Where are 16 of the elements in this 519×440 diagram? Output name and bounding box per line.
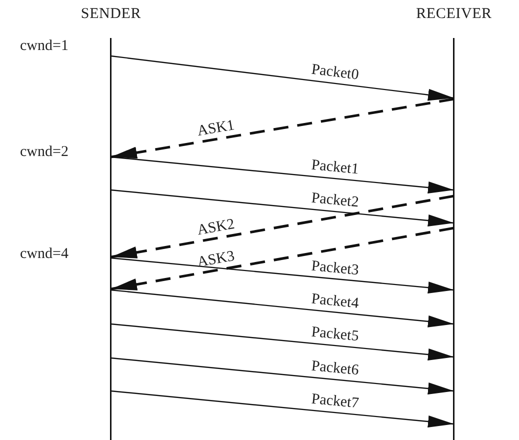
- window-size-label: cwnd=2: [20, 144, 68, 161]
- edge-label: Packet5: [310, 326, 360, 346]
- edge-label: Packet1: [310, 158, 360, 178]
- edge-label: Packet6: [310, 360, 360, 380]
- window-size-label: cwnd=4: [20, 246, 68, 263]
- lifeline-heading: SENDER: [80, 6, 142, 23]
- edge-label: Packet4: [310, 292, 360, 312]
- edge-label: Packet3: [310, 259, 360, 279]
- window-size-label: cwnd=1: [20, 38, 68, 55]
- edge-label: Packet2: [310, 192, 360, 212]
- edge-label: ASK1: [194, 118, 236, 140]
- edge-label: ASK3: [194, 249, 236, 272]
- edge-label: ASK2: [194, 217, 236, 240]
- lifeline-heading: RECEIVER: [416, 6, 492, 23]
- edge-label: Packet7: [310, 392, 360, 412]
- edge-label: Packet0: [310, 62, 361, 84]
